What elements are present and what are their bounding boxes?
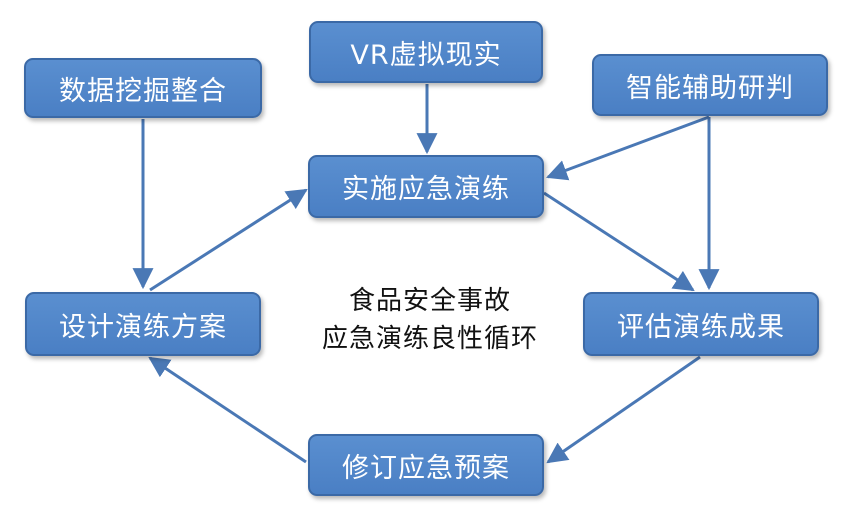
arrow-revise-to-design (148, 356, 307, 464)
center-title-line2: 应急演练良性循环 (321, 324, 538, 354)
node-implement-drill: 实施应急演练 (308, 155, 544, 218)
node-data-mining: 数据挖掘整合 (24, 58, 262, 118)
node-design-plan: 设计演练方案 (25, 292, 261, 356)
arrow-implement-to-evaluate (543, 191, 695, 292)
center-title-line1: 食品安全事故 (348, 286, 511, 316)
arrow-design-to-implement (149, 188, 308, 292)
node-smart-judgment: 智能辅助研判 (592, 54, 828, 116)
arrow-evaluate-to-revise (546, 355, 701, 464)
center-title: 食品安全事故 应急演练良性循环 (300, 282, 560, 358)
node-revise-plan: 修订应急预案 (308, 434, 544, 496)
node-evaluate-results: 评估演练成果 (583, 292, 819, 356)
node-vr: VR虚拟现实 (309, 21, 543, 83)
arrow-smart-to-implement (546, 115, 710, 181)
